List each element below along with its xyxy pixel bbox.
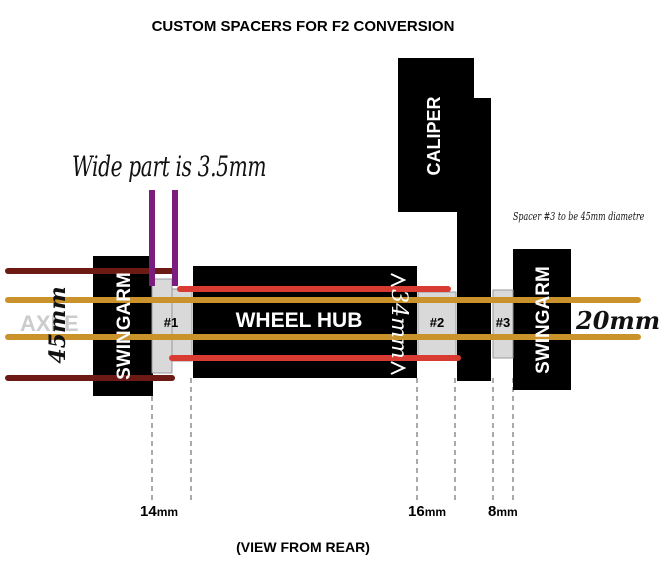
- measurement-value: 8: [488, 503, 497, 520]
- spacer-2-label: #2: [430, 315, 444, 330]
- arrow-top-icon: [390, 273, 407, 287]
- view-caption: (VIEW FROM REAR): [236, 539, 370, 555]
- caliper-bracket-top: [457, 58, 474, 212]
- swingarm-left-label: SWINGARM: [114, 272, 135, 380]
- wheel-hub-label: WHEEL HUB: [236, 309, 363, 332]
- measurement-unit: mm: [496, 505, 518, 519]
- dim-45-label: 45mm: [45, 286, 71, 363]
- spacer-1-label: #1: [164, 315, 178, 330]
- arrow-bottom-icon: [390, 361, 407, 375]
- spacer-3: [492, 289, 514, 359]
- swingarm-right-label: SWINGARM: [533, 266, 554, 374]
- caliper-label: CALIPER: [424, 96, 444, 175]
- measurement-spacer-3: 8mm: [488, 503, 518, 520]
- measurement-spacer-2: 16mm: [408, 503, 446, 520]
- spacer-3-label: #3: [496, 315, 510, 330]
- dimension-guides: [151, 378, 514, 500]
- swingarm-right: [513, 249, 571, 390]
- measurement-spacer-1: 14mm: [140, 503, 178, 520]
- measurement-value: 16: [408, 503, 425, 520]
- measurement-value: 14: [140, 503, 157, 520]
- swingarm-left: [93, 256, 153, 396]
- axle-label: AXLE: [20, 311, 79, 336]
- dim-34-label: 34mm: [386, 289, 411, 359]
- measurement-unit: mm: [156, 505, 179, 519]
- wide-part-note: Wide part is 3.5mm: [72, 150, 267, 183]
- spacer-3-note: Spacer #3 to be 45mm diametre: [513, 210, 645, 223]
- measurement-unit: mm: [424, 505, 447, 519]
- diagram-title: CUSTOM SPACERS FOR F2 CONVERSION: [151, 18, 455, 35]
- dim-20-label: 20mm: [576, 306, 661, 335]
